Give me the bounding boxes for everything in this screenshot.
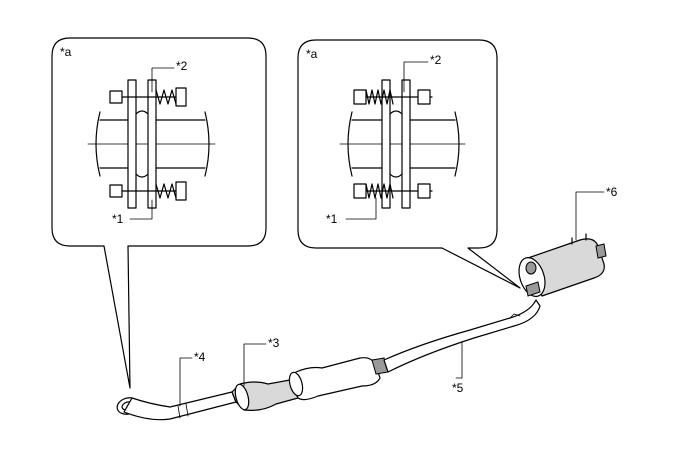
- converter-callout: *3: [268, 336, 280, 350]
- right-lower-spring: [365, 183, 394, 199]
- left-detail-label: *a: [60, 45, 72, 59]
- center-pipe-callout: *5: [452, 381, 464, 395]
- right-bolt-callout: *1: [326, 212, 338, 226]
- exhaust-assembly: *4 *3 *5 *6: [116, 185, 618, 421]
- right-detail-label: *a: [306, 47, 318, 61]
- right-spring-callout: *2: [430, 53, 442, 67]
- tail-muffler-callout: *6: [606, 185, 618, 199]
- right-lower-bolt: [353, 183, 433, 199]
- right-upper-bolt: [353, 89, 433, 105]
- front-pipe-callout: *4: [194, 350, 206, 364]
- left-upper-spring: [155, 89, 177, 105]
- tail-muffler: [518, 233, 607, 297]
- middle-section: [288, 357, 389, 401]
- right-joint-flanges: [381, 79, 411, 209]
- left-upper-bolt: [109, 87, 187, 107]
- center-pipe: [383, 299, 541, 373]
- left-detail-callout: *a: [51, 37, 267, 389]
- right-detail-callout: *a *2 *1: [297, 39, 521, 289]
- left-lower-spring: [155, 183, 177, 199]
- right-upper-spring: [365, 89, 394, 105]
- catalytic-converter: [231, 379, 299, 411]
- left-bolt-callout: *1: [112, 212, 124, 226]
- left-lower-bolt: [109, 181, 187, 201]
- left-spring-callout: *2: [176, 59, 188, 73]
